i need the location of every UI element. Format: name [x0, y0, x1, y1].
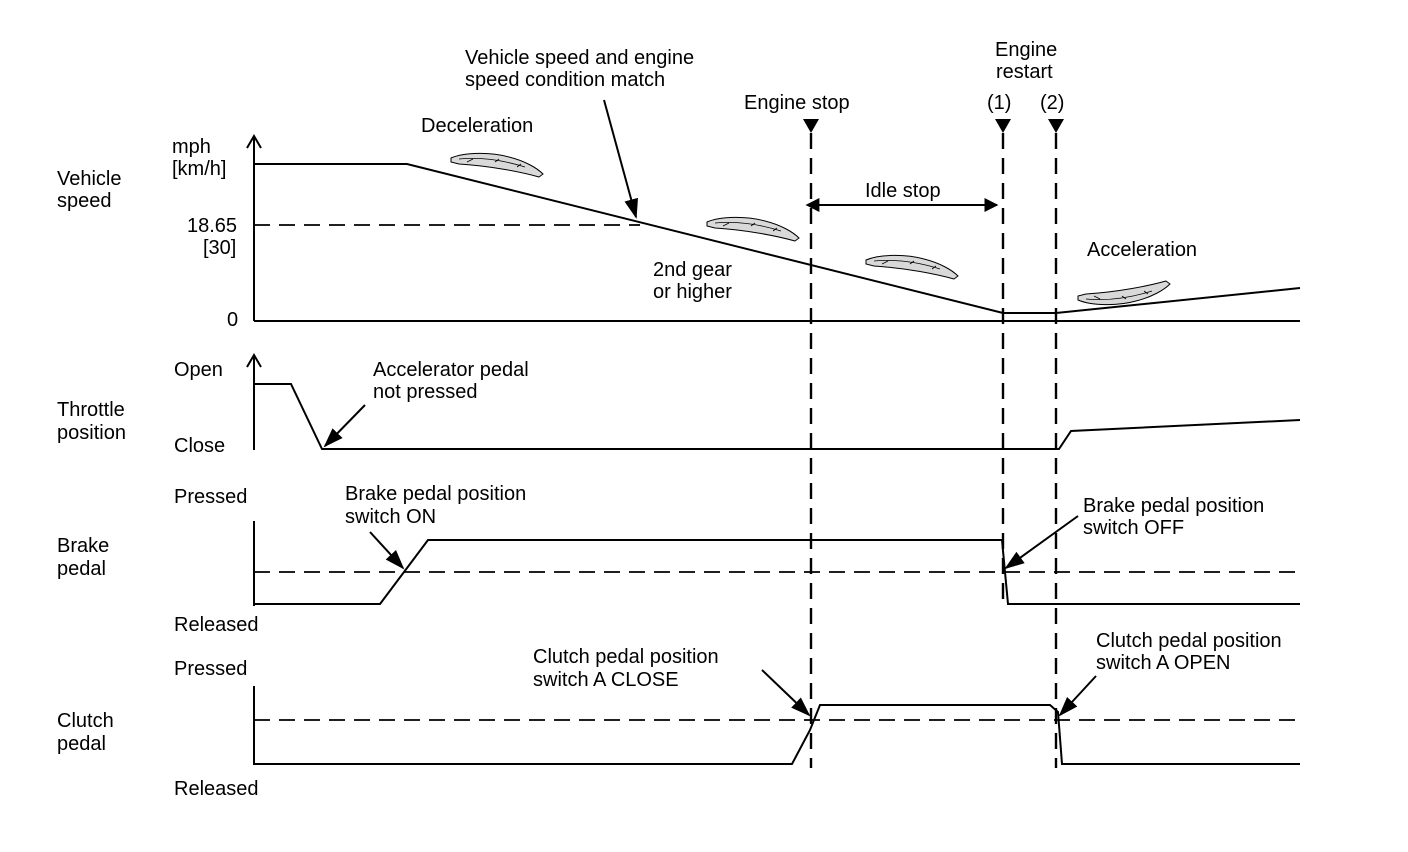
engine-stop-marker-icon — [803, 119, 819, 133]
throttle-row-label: Throttle position — [57, 399, 126, 444]
accel-pedal-arrow — [323, 404, 366, 448]
brake-off-label-2: switch OFF — [1083, 517, 1184, 539]
throttle-trace — [254, 383, 1301, 450]
throttle-close-label: Close — [174, 435, 225, 457]
clutch-close-label-2: switch A CLOSE — [533, 669, 679, 691]
marker-1-label: (1) — [987, 92, 1011, 114]
speed-tick-kmh: [30] — [203, 237, 236, 259]
speed-axis-arrowhead — [246, 134, 262, 149]
brake-pressed-label: Pressed — [174, 486, 247, 508]
vehicle-speed-row-label: Vehicle speed — [57, 168, 122, 212]
vehicle-speed-label: Vehicle — [57, 168, 122, 190]
accel-pedal-label: Accelerator pedal — [373, 359, 529, 381]
gear-label-2: or higher — [653, 281, 732, 303]
engine-stop-label: Engine stop — [744, 92, 850, 114]
clutch-label: Clutch — [57, 710, 114, 732]
gear-label: 2nd gear — [653, 259, 732, 281]
accel-pedal-label-2: not pressed — [373, 381, 478, 403]
speed-match-arrow — [603, 99, 639, 219]
speed-match-label: Vehicle speed and engine — [465, 47, 694, 69]
throttle-axis-arrowhead — [246, 353, 262, 368]
throttle-label-2: position — [57, 422, 126, 444]
restart-2-marker-icon — [1048, 119, 1064, 133]
car-icon-decel-2 — [706, 216, 800, 242]
brake-off-label: Brake pedal position — [1083, 495, 1264, 517]
marker-2-label: (2) — [1040, 92, 1064, 114]
brake-label: Brake — [57, 535, 109, 557]
brake-on-label: Brake pedal position — [345, 483, 526, 505]
car-icon-decel-3 — [865, 254, 959, 280]
restart-1-marker-icon — [995, 119, 1011, 133]
clutch-row-label: Clutch pedal — [57, 710, 114, 755]
idle-stop-label: Idle stop — [865, 180, 941, 202]
brake-on-arrow — [369, 531, 405, 570]
brake-trace — [254, 539, 1300, 605]
brake-off-arrow — [1004, 515, 1079, 570]
brake-on-label-2: switch ON — [345, 506, 436, 528]
acceleration-label: Acceleration — [1087, 239, 1197, 261]
clutch-close-label: Clutch pedal position — [533, 646, 719, 668]
brake-label-2: pedal — [57, 558, 106, 580]
brake-row-label: Brake pedal — [57, 535, 109, 580]
car-icon-decel-1 — [450, 152, 544, 178]
speed-unit-kmh: [km/h] — [172, 158, 226, 180]
clutch-close-arrow — [761, 669, 811, 717]
speed-match-label-2: speed condition match — [465, 69, 665, 91]
throttle-label: Throttle — [57, 399, 125, 421]
clutch-open-label: Clutch pedal position — [1096, 630, 1282, 652]
deceleration-label: Deceleration — [421, 115, 533, 137]
clutch-open-label-2: switch A OPEN — [1096, 652, 1231, 674]
throttle-open-label: Open — [174, 359, 223, 381]
clutch-pressed-label: Pressed — [174, 658, 247, 680]
clutch-open-arrow — [1058, 675, 1097, 717]
speed-zero: 0 — [227, 309, 238, 331]
vehicle-speed-label-2: speed — [57, 190, 112, 212]
car-icon-accel — [1077, 280, 1171, 306]
speed-tick-mph: 18.65 — [187, 215, 237, 237]
speed-unit-mph: mph — [172, 136, 211, 158]
engine-restart-label-2: restart — [996, 61, 1053, 83]
clutch-trace — [254, 704, 1300, 765]
clutch-label-2: pedal — [57, 733, 106, 755]
engine-restart-label: Engine — [995, 39, 1057, 61]
brake-released-label: Released — [174, 614, 259, 636]
clutch-released-label: Released — [174, 778, 259, 800]
